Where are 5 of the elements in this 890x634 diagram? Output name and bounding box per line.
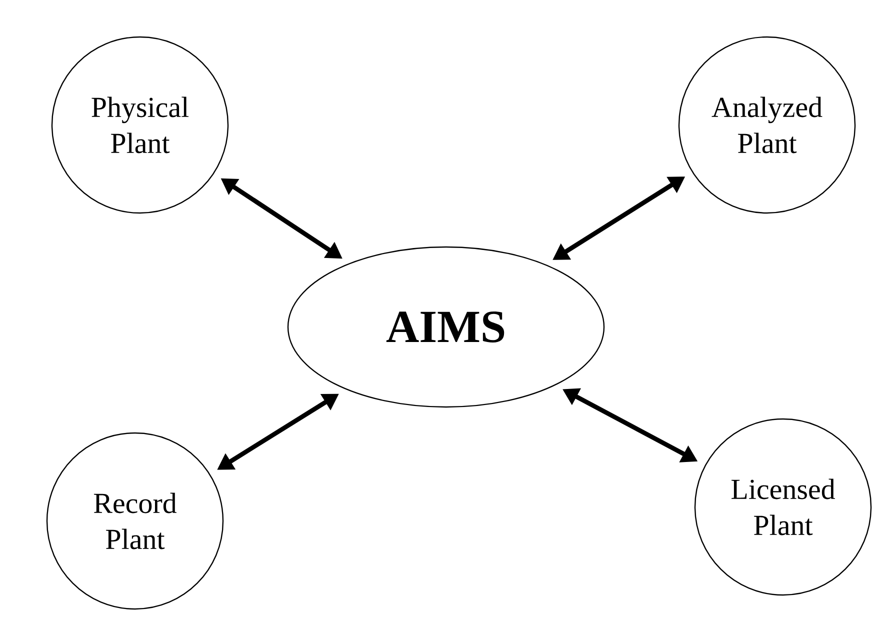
ellipse-node: AIMS: [287, 246, 605, 408]
circle-node: Analyzed Plant: [678, 36, 856, 214]
circle-node: Physical Plant: [51, 36, 229, 214]
circle-node: Licensed Plant: [694, 418, 872, 596]
circle-node: Record Plant: [46, 432, 224, 610]
